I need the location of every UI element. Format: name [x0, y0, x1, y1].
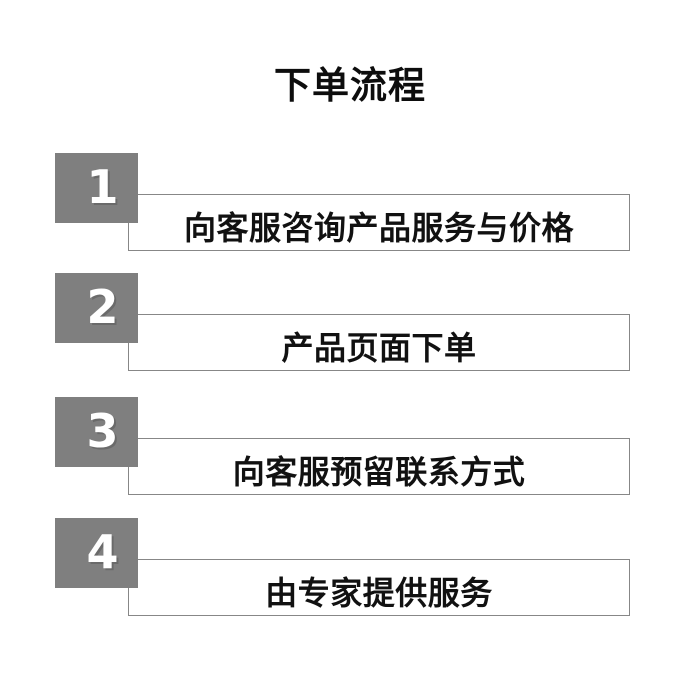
- step-panel: 向客服咨询产品服务与价格: [128, 194, 630, 251]
- step-label: 向客服预留联系方式: [232, 453, 526, 490]
- step-row: 产品页面下单 2: [0, 273, 700, 383]
- step-label: 产品页面下单: [281, 329, 477, 366]
- step-row: 向客服预留联系方式 3: [0, 397, 700, 507]
- step-row: 由专家提供服务 4: [0, 518, 700, 628]
- page-title: 下单流程: [274, 65, 426, 106]
- step-label: 向客服咨询产品服务与价格: [183, 209, 574, 246]
- step-number: 2: [86, 280, 119, 334]
- step-label: 由专家提供服务: [265, 574, 493, 611]
- step-panel: 产品页面下单: [128, 314, 630, 371]
- step-number: 1: [86, 160, 119, 214]
- step-panel: 由专家提供服务: [128, 559, 630, 616]
- step-panel: 向客服预留联系方式: [128, 438, 630, 495]
- step-number-chip: 2: [55, 273, 138, 343]
- step-number: 3: [86, 404, 119, 458]
- step-row: 向客服咨询产品服务与价格 1: [0, 153, 700, 263]
- step-number-chip: 4: [55, 518, 138, 588]
- step-number: 4: [86, 525, 119, 579]
- step-number-chip: 1: [55, 153, 138, 223]
- step-number-chip: 3: [55, 397, 138, 467]
